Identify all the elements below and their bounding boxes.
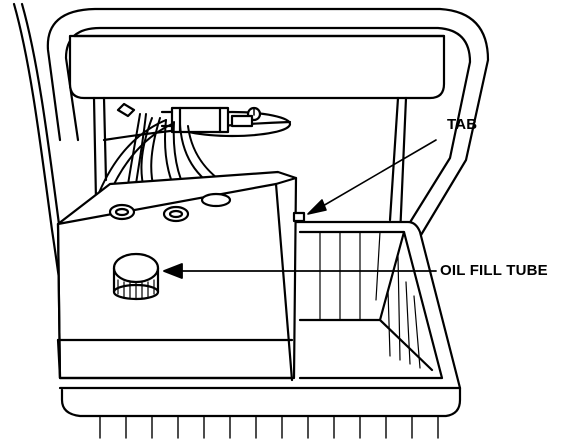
handle-frame	[46, 7, 490, 252]
tab-callout-arrow	[307, 139, 437, 215]
reservoir-tank	[58, 220, 462, 418]
control-housing	[68, 34, 446, 100]
base-ribs	[99, 415, 439, 439]
oil-fill-callout-arrow	[163, 263, 437, 279]
tab-marker	[292, 211, 306, 223]
oil-fill-tube-label: OIL FILL TUBE	[440, 262, 548, 279]
oil-fill-cap	[112, 252, 160, 301]
tab-label: TAB	[447, 116, 478, 133]
grommets	[108, 192, 232, 223]
